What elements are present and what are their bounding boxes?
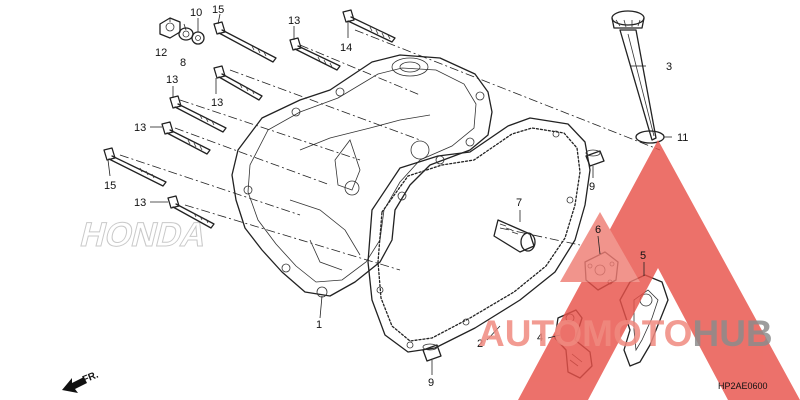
callout-15-left: 15 bbox=[104, 180, 116, 192]
callout-13-mid: 13 bbox=[166, 74, 178, 86]
watermark-triangle bbox=[518, 140, 800, 400]
callout-14: 14 bbox=[340, 42, 352, 54]
front-arrow-icon bbox=[62, 377, 87, 393]
washer bbox=[191, 31, 205, 45]
callout-13-upper: 13 bbox=[288, 15, 300, 27]
watermark-inner-triangle bbox=[560, 212, 640, 282]
diagram-code: HP2AE0600 bbox=[718, 381, 768, 391]
crankcase-cover bbox=[231, 54, 493, 298]
callout-15-top: 15 bbox=[212, 4, 224, 16]
oil-filler-cap bbox=[611, 10, 657, 141]
callout-8: 8 bbox=[180, 57, 186, 69]
callout-9-lower: 9 bbox=[428, 377, 434, 389]
callout-6: 6 bbox=[595, 224, 601, 236]
bolt-15-top bbox=[213, 21, 277, 63]
callout-12: 12 bbox=[155, 47, 167, 59]
callout-10: 10 bbox=[190, 7, 202, 19]
callout-13-lower: 13 bbox=[211, 97, 223, 109]
dowel-pin-lower bbox=[422, 343, 442, 362]
callout-13-bottom: 13 bbox=[134, 197, 146, 209]
background-logo-text: HONDA bbox=[77, 216, 211, 253]
callout-2: 2 bbox=[477, 338, 483, 350]
watermark-logo bbox=[518, 140, 800, 400]
clutch-lifter-shaft bbox=[493, 219, 536, 253]
callout-1: 1 bbox=[316, 319, 322, 331]
watermark-word-automoto: AUTOMOTO bbox=[478, 313, 692, 354]
dowel-pin-upper bbox=[585, 149, 605, 167]
callout-3: 3 bbox=[666, 61, 672, 73]
watermark-word-hub: HUB bbox=[692, 313, 772, 354]
bolt-top-long bbox=[342, 9, 396, 43]
front-direction-label: FR. bbox=[81, 369, 100, 385]
bolt-13-lower-left bbox=[161, 121, 211, 155]
bolt-15-left bbox=[103, 147, 167, 187]
callout-5: 5 bbox=[640, 250, 646, 262]
callout-11: 11 bbox=[677, 132, 688, 144]
bolt-13-left bbox=[169, 95, 227, 133]
gasket bbox=[367, 117, 591, 353]
callout-13-left: 13 bbox=[134, 122, 146, 134]
watermark-text: AUTOMOTOHUB bbox=[478, 313, 773, 354]
callout-labels: 1 2 3 4 5 6 7 8 9 9 10 11 12 13 13 13 13… bbox=[104, 4, 688, 389]
callout-4: 4 bbox=[537, 332, 543, 344]
bolt-13-mid bbox=[213, 65, 263, 101]
leader-lines bbox=[107, 13, 672, 375]
bolt-13-bottom bbox=[167, 195, 215, 229]
bolt-13-upper bbox=[289, 37, 341, 71]
callout-7: 7 bbox=[516, 197, 522, 209]
callout-9-upper: 9 bbox=[589, 181, 595, 193]
front-direction-indicator: FR. bbox=[62, 369, 100, 393]
